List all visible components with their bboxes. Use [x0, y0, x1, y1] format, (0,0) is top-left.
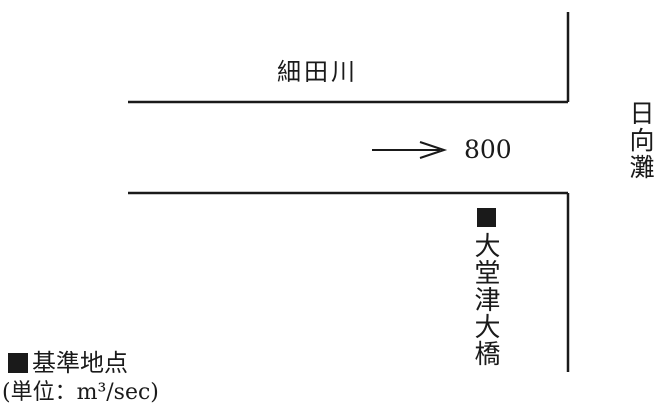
sea-name-label: 日向灘: [626, 100, 655, 181]
legend-square-icon: [8, 353, 28, 373]
reference-point-marker-icon: [477, 208, 496, 227]
bridge-name-label: 大堂津大橋: [470, 232, 500, 367]
flow-arrow-icon: [372, 141, 448, 159]
river-name-label: 細田川: [277, 58, 358, 86]
legend-title-row: 基準地点: [8, 348, 159, 378]
legend-title: 基準地点: [32, 349, 128, 377]
legend-unit: (単位：m³/sec): [2, 380, 159, 405]
flow-value-label: 800: [464, 135, 512, 164]
legend: 基準地点 (単位：m³/sec): [2, 348, 159, 408]
